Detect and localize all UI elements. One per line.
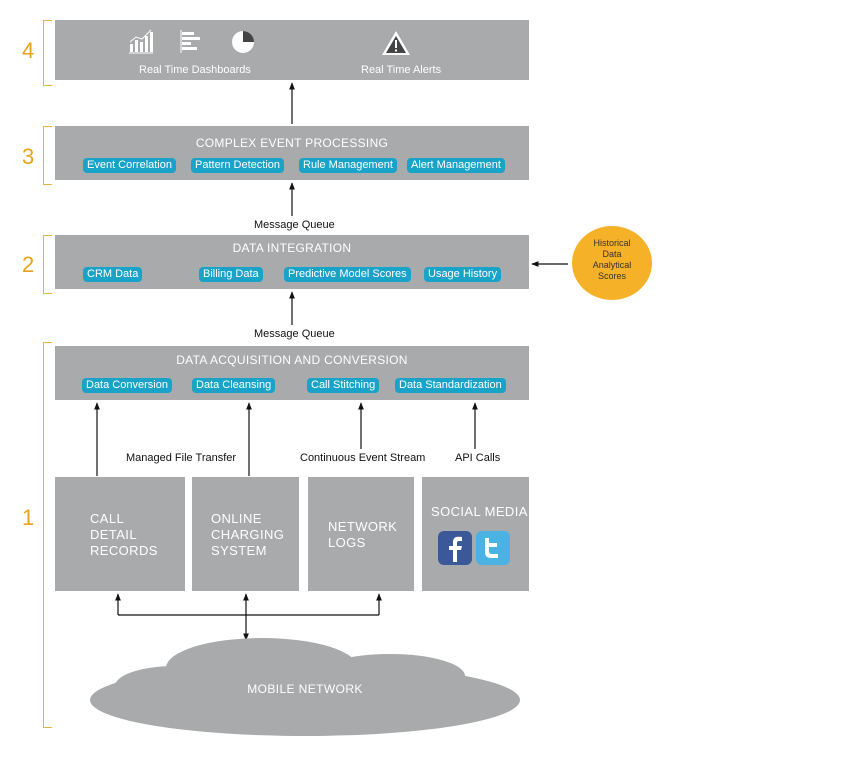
tier-bracket-4 — [43, 20, 52, 86]
api-calls-label: API Calls — [455, 452, 501, 464]
tag-data-standardization: Data Standardization — [395, 378, 506, 393]
tag-rule-management: Rule Management — [299, 158, 397, 173]
tier-number-4: 4 — [22, 38, 35, 63]
pie-chart-icon — [232, 31, 254, 53]
tier-number-1: 1 — [22, 505, 35, 530]
tag-pattern-detection: Pattern Detection — [191, 158, 284, 173]
tier-number-2: 2 — [22, 252, 35, 277]
tag-billing-data: Billing Data — [199, 267, 263, 282]
mobile-network-cloud — [90, 638, 520, 736]
tier-number-3: 3 — [22, 144, 35, 169]
tag-alert-management: Alert Management — [407, 158, 505, 173]
data-acquisition-layer: DATA ACQUISITION AND CONVERSION Data Con… — [55, 346, 529, 400]
bar-chart-icon — [129, 29, 153, 54]
realtime-output-layer: Real Time Dashboards Real Time Alerts — [55, 20, 529, 80]
tier-bracket-2 — [43, 235, 52, 294]
realtime-alerts-label: Real Time Alerts — [361, 64, 442, 76]
tag-usage-history: Usage History — [424, 267, 502, 282]
twitter-icon — [476, 531, 510, 565]
continuous-event-stream-label: Continuous Event Stream — [300, 452, 426, 464]
historical-data-analytical-scores-badge: Historical Data Analytical Scores — [572, 226, 652, 300]
complex-event-processing-title: COMPLEX EVENT PROCESSING — [195, 136, 389, 150]
tag-crm-data: CRM Data — [83, 267, 143, 282]
gantt-chart-icon — [180, 30, 200, 53]
data-integration-layer: DATA INTEGRATION CRM Data Billing Data P… — [55, 235, 529, 289]
tag-data-cleansing: Data Cleansing — [192, 378, 276, 393]
complex-event-processing-layer: COMPLEX EVENT PROCESSING Event Correlati… — [55, 126, 529, 180]
realtime-dashboards-label: Real Time Dashboards — [139, 64, 251, 76]
tag-call-stitching: Call Stitching — [307, 378, 380, 393]
source-social-media-label: SOCIAL MEDIA — [431, 504, 528, 519]
data-acquisition-title: DATA ACQUISITION AND CONVERSION — [176, 353, 408, 367]
tag-data-conversion: Data Conversion — [82, 378, 172, 393]
warning-icon — [382, 31, 410, 55]
tag-event-correlation: Event Correlation — [83, 158, 176, 173]
source-social-media: SOCIAL MEDIA — [422, 477, 529, 591]
message-queue-lower-label: Message Queue — [254, 328, 335, 340]
tier-bracket-3 — [43, 126, 52, 185]
tier-bracket-1 — [43, 342, 52, 728]
facebook-icon — [438, 531, 472, 565]
tag-predictive-model-scores: Predictive Model Scores — [284, 267, 411, 282]
data-integration-title: DATA INTEGRATION — [232, 241, 352, 255]
message-queue-upper-label: Message Queue — [254, 219, 335, 231]
managed-file-transfer-label: Managed File Transfer — [126, 452, 237, 464]
mobile-network-label: MOBILE NETWORK — [247, 682, 363, 696]
